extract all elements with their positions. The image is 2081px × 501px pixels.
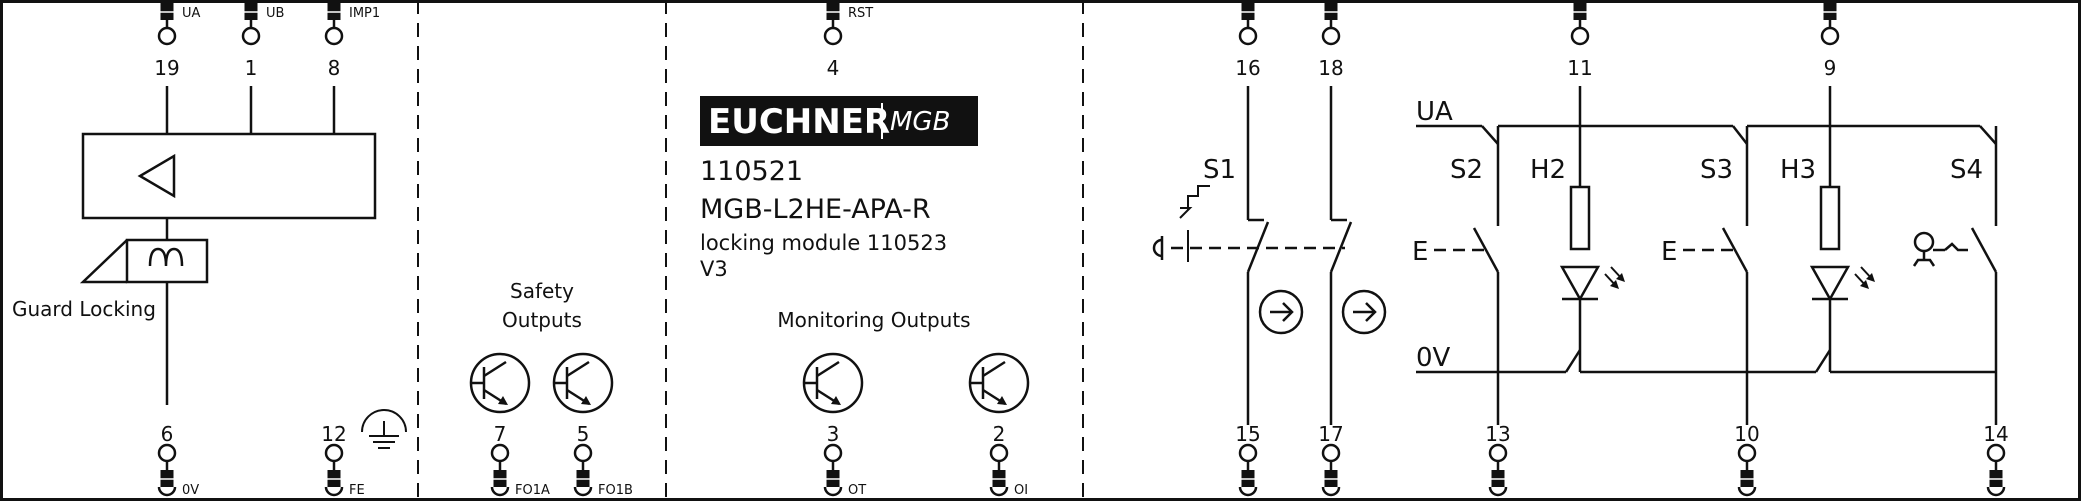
ua-bus-label: UA [1416, 97, 1453, 127]
svg-text:15: 15 [1235, 422, 1260, 446]
key-icon [1912, 231, 1968, 267]
terminal-bottom-12: 12 FE [321, 422, 364, 498]
svg-text:FO1A: FO1A [515, 483, 550, 498]
module-type: MGB-L2HE-APA-R [700, 194, 931, 225]
zero-v-bus-label: 0V [1416, 343, 1451, 373]
monitoring-outputs-label: Monitoring Outputs [777, 308, 970, 332]
terminal-bottom-2: 2 OI [989, 422, 1028, 498]
euchner-logo: EUCHNER MGB [700, 96, 978, 146]
svg-text:FO1B: FO1B [598, 483, 633, 498]
terminal-top-8: IMP1 8 [324, 0, 380, 80]
svg-text:EUCHNER: EUCHNER [708, 102, 890, 142]
safety-outputs-label-line2: Outputs [502, 308, 582, 332]
terminal-bottom-10: 10 [1734, 422, 1760, 497]
terminal-bottom-5: 5 FO1B [573, 422, 633, 498]
amplifier-triangle-icon [137, 153, 176, 199]
terminal-bottom-3: 3 OT [823, 422, 866, 498]
terminal-top-19: UA 19 [154, 0, 201, 80]
guard-locking-circuit: Guard Locking [12, 86, 377, 405]
svg-text:7: 7 [494, 422, 507, 446]
svg-text:14: 14 [1983, 422, 2008, 446]
svg-text:RST: RST [848, 6, 873, 21]
svg-text:OI: OI [1014, 483, 1028, 498]
terminal-bottom-15: 15 [1235, 422, 1261, 497]
svg-text:UB: UB [266, 6, 284, 21]
terminal-bottom-13: 13 [1485, 422, 1511, 497]
svg-text:12: 12 [321, 422, 346, 446]
guard-locking-label: Guard Locking [12, 297, 156, 321]
coil-icon [148, 247, 184, 267]
svg-text:19: 19 [154, 56, 179, 80]
label-s1: S1 [1203, 155, 1236, 185]
indicator-switch-circuit: UA E S2 H2 E S3 H3 S4 [1412, 86, 1998, 425]
label-e-s3: E [1661, 237, 1677, 267]
svg-text:6: 6 [161, 422, 174, 446]
label-h3: H3 [1780, 155, 1816, 185]
svg-text:17: 17 [1318, 422, 1343, 446]
svg-text:0V: 0V [182, 483, 199, 498]
svg-text:11: 11 [1567, 56, 1592, 80]
svg-text:9: 9 [1824, 56, 1837, 80]
svg-text:MGB: MGB [890, 107, 950, 137]
led-h3-icon [1810, 185, 1877, 301]
svg-text:FE: FE [349, 483, 365, 498]
terminal-top-9: 9 [1820, 0, 1840, 80]
transistor-icon [552, 352, 614, 414]
terminal-top-16: 16 [1235, 0, 1261, 80]
svg-text:IMP1: IMP1 [349, 6, 380, 21]
svg-text:5: 5 [577, 422, 590, 446]
safety-outputs-label-line1: Safety [510, 279, 574, 303]
terminal-bottom-17: 17 [1318, 422, 1344, 497]
arrow-circle-icon [1341, 289, 1387, 335]
transistor-icon [802, 352, 864, 414]
led-h2-icon [1560, 185, 1627, 301]
terminal-bottom-7: 7 FO1A [490, 422, 550, 498]
s1-door-switch: S1 [1152, 86, 1387, 425]
terminal-top-4: RST 4 [823, 0, 873, 80]
terminal-bottom-6: 6 0V [157, 422, 199, 498]
svg-text:1: 1 [245, 56, 258, 80]
svg-text:4: 4 [827, 56, 840, 80]
control-unit-box [81, 132, 377, 220]
label-s4: S4 [1950, 155, 1983, 185]
transistor-icon [469, 352, 531, 414]
transistor-icon [968, 352, 1030, 414]
label-s2: S2 [1450, 155, 1483, 185]
label-h2: H2 [1530, 155, 1566, 185]
svg-text:OT: OT [848, 483, 866, 498]
label-s3: S3 [1700, 155, 1733, 185]
module-description: locking module 110523 [700, 231, 947, 255]
module-version: V3 [700, 257, 728, 281]
order-number: 110521 [700, 156, 803, 187]
svg-text:UA: UA [182, 6, 201, 21]
svg-text:10: 10 [1734, 422, 1759, 446]
earth-icon [361, 409, 407, 449]
terminal-bottom-14: 14 [1983, 422, 2009, 497]
arrow-circle-icon [1258, 289, 1304, 335]
terminal-top-18: 18 [1318, 0, 1344, 80]
svg-text:13: 13 [1485, 422, 1510, 446]
svg-text:18: 18 [1318, 56, 1343, 80]
svg-text:8: 8 [328, 56, 341, 80]
terminal-top-11: 11 [1567, 0, 1593, 80]
svg-text:3: 3 [827, 422, 840, 446]
label-e-s2: E [1412, 237, 1428, 267]
svg-text:16: 16 [1235, 56, 1260, 80]
svg-text:2: 2 [993, 422, 1006, 446]
terminal-top-1: UB 1 [241, 0, 284, 80]
